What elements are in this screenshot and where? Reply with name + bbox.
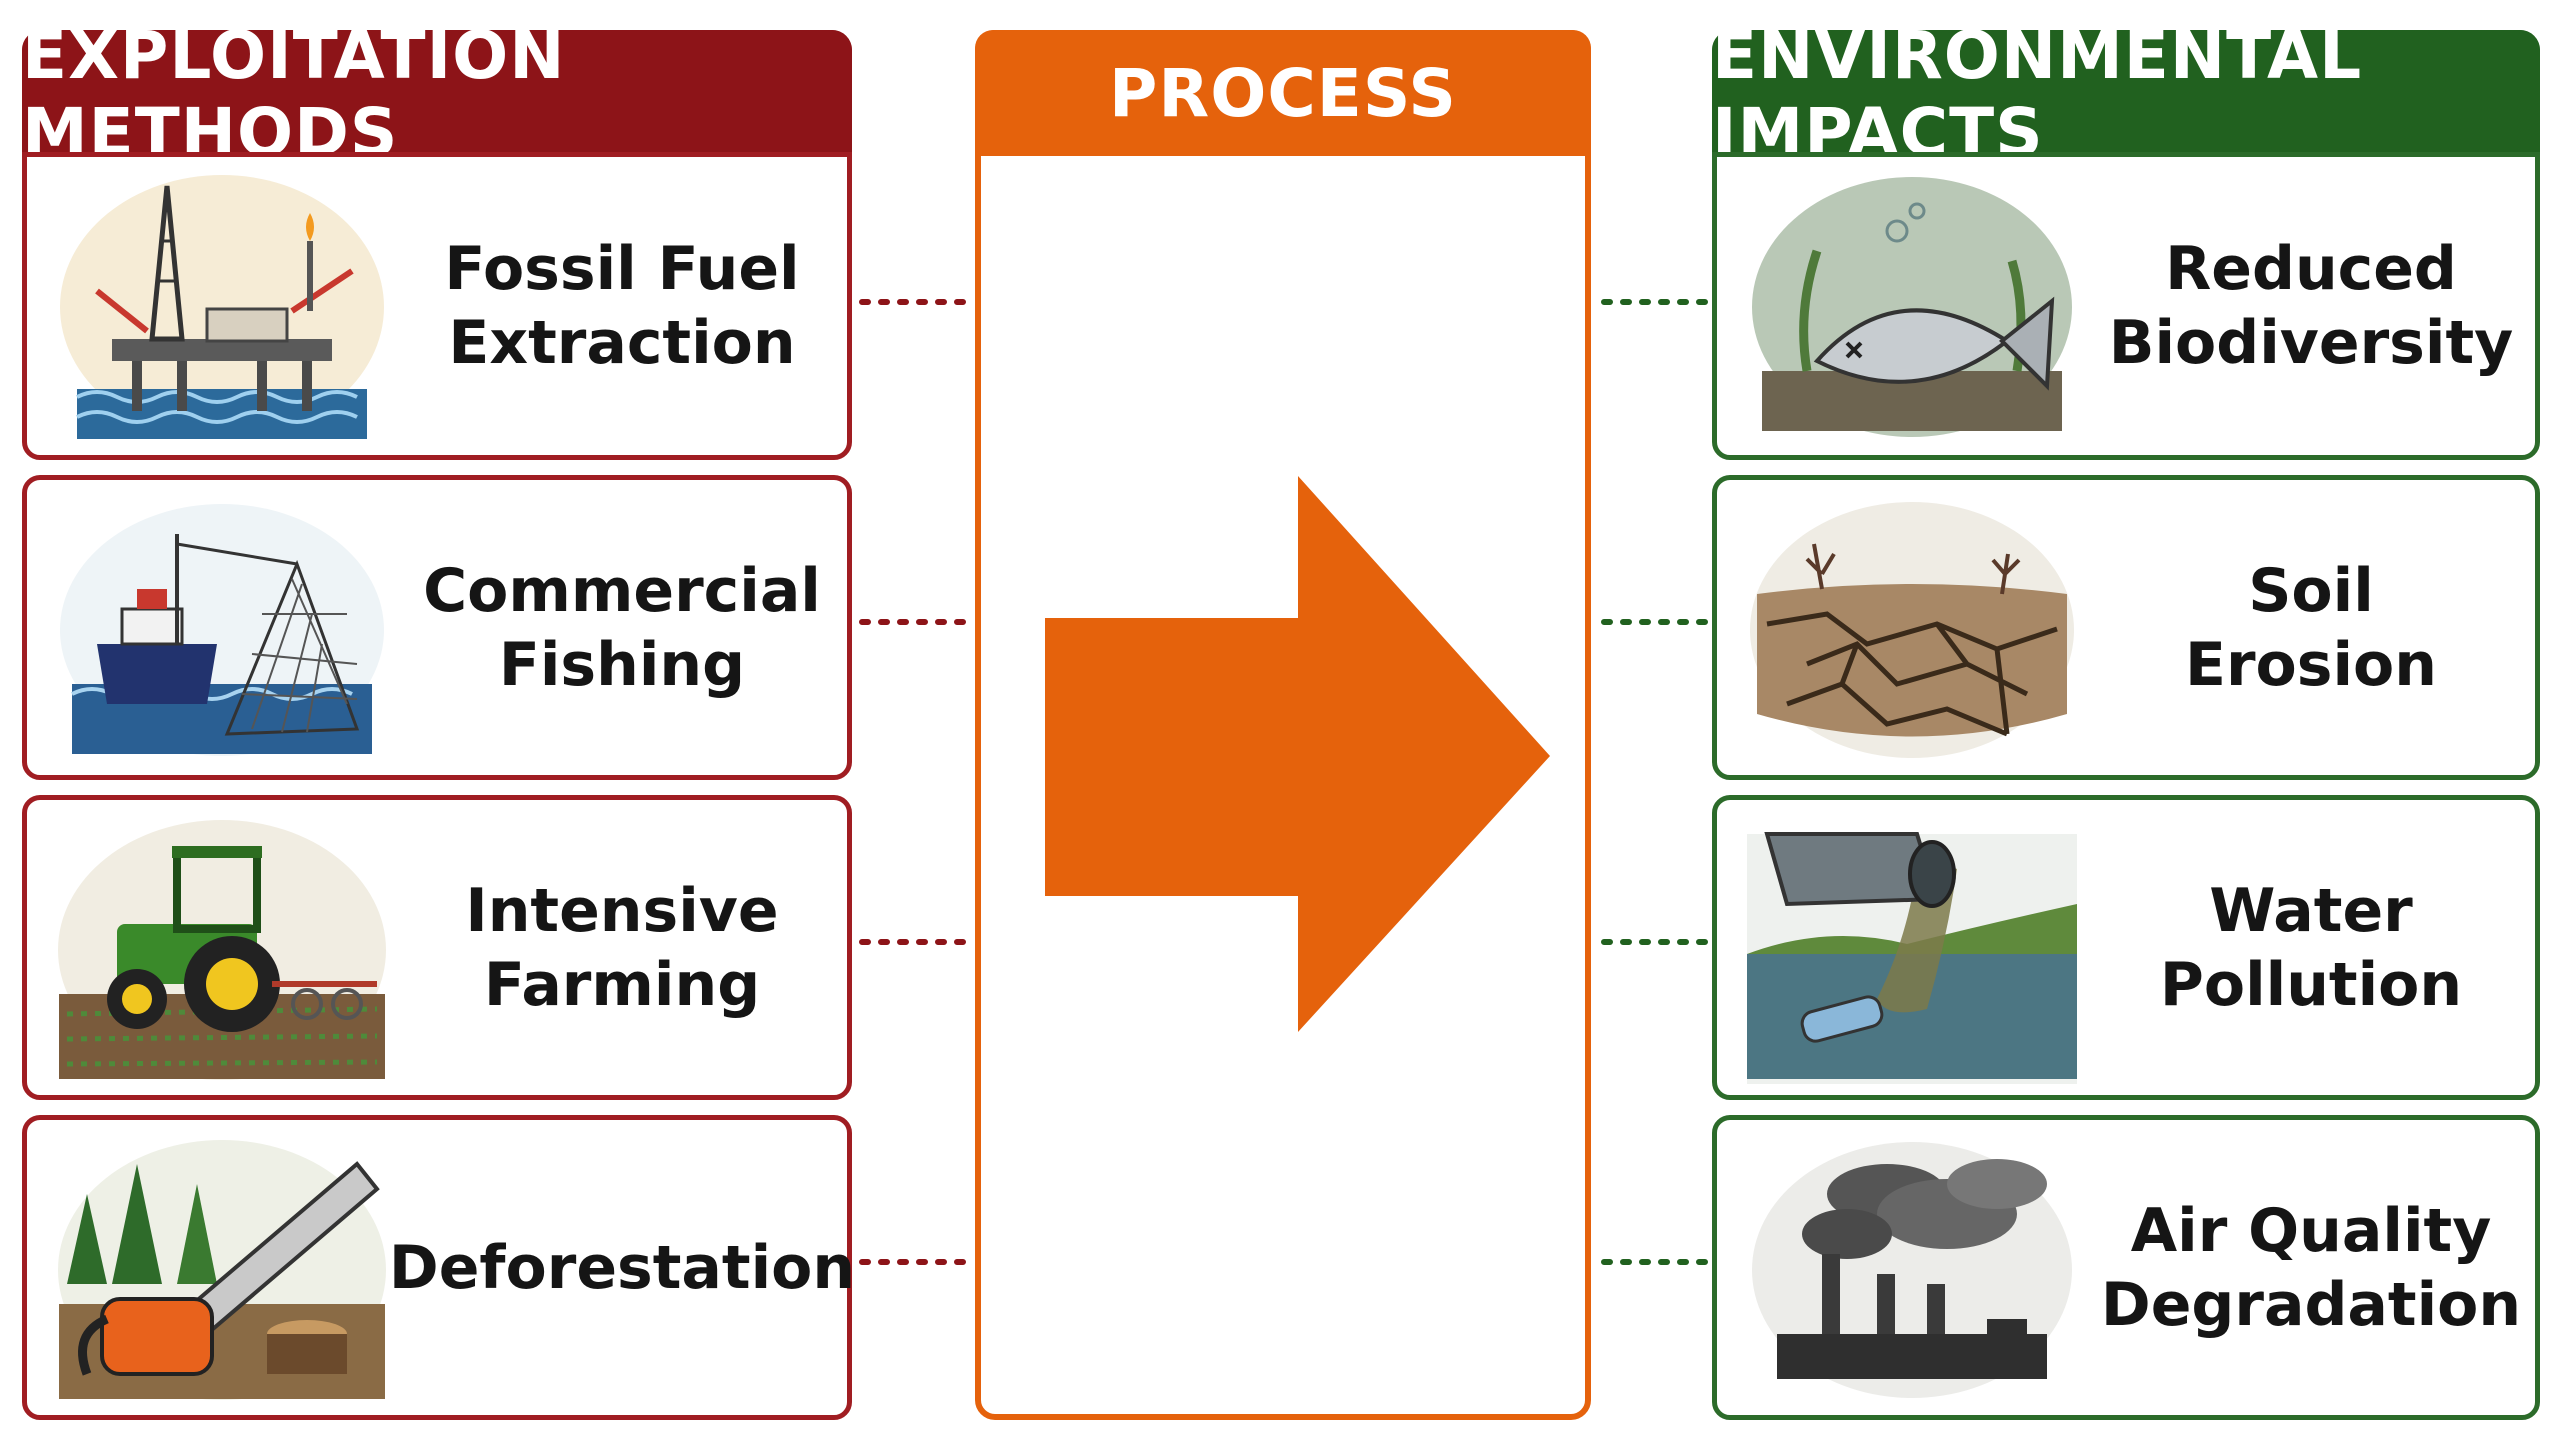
connector-dots [859, 619, 967, 625]
connector-dots [1601, 939, 1709, 945]
smokestack-icon [1747, 1134, 2077, 1406]
method-label-commercial-fishing: Commercial Fishing [423, 555, 821, 700]
method-card-commercial-fishing: Commercial Fishing [22, 475, 852, 780]
impact-label-soil-erosion: Soil Erosion [2184, 555, 2437, 700]
dead-fish-icon [1747, 171, 2077, 443]
exploitation-methods-header: EXPLOITATION METHODS [22, 17, 852, 171]
impact-label-reduced-biodiversity: Reduced Biodiversity [2108, 234, 2514, 378]
environmental-impacts-header: ENVIRONMENTAL IMPACTS [1712, 17, 2540, 171]
method-label-deforestation: Deforestation [388, 1232, 856, 1303]
connector-dots [859, 1259, 967, 1265]
impact-label-air-quality: Air Quality Degradation [2100, 1195, 2522, 1340]
impact-card-soil-erosion: Soil Erosion [1712, 475, 2540, 780]
connector-dots [1601, 1259, 1709, 1265]
method-label-intensive-farming: Intensive Farming [465, 875, 779, 1020]
connector-dots [859, 299, 967, 305]
oil-rig-icon [57, 171, 387, 443]
environmental-impacts-title: ENVIRONMENTAL IMPACTS [1712, 17, 2540, 171]
process-title: PROCESS [975, 30, 1591, 156]
connector-dots [859, 939, 967, 945]
tractor-icon [57, 814, 387, 1086]
connector-dots [1601, 619, 1709, 625]
impact-label-water-pollution: Water Pollution [2159, 875, 2463, 1020]
polluted-water-icon [1747, 814, 2077, 1086]
method-card-fossil-fuel: Fossil Fuel Extraction [22, 152, 852, 460]
method-card-intensive-farming: Intensive Farming [22, 795, 852, 1100]
connector-dots [1601, 299, 1709, 305]
exploitation-methods-title: EXPLOITATION METHODS [22, 17, 852, 171]
fishing-trawler-icon [57, 494, 387, 766]
impact-card-air-quality: Air Quality Degradation [1712, 1115, 2540, 1420]
method-label-fossil-fuel: Fossil Fuel Extraction [444, 234, 800, 378]
chainsaw-icon [57, 1134, 387, 1406]
cracked-soil-icon [1747, 494, 2077, 766]
impact-card-water-pollution: Water Pollution [1712, 795, 2540, 1100]
method-card-deforestation: Deforestation [22, 1115, 856, 1420]
right-arrow-icon [1045, 476, 1550, 1032]
impact-card-reduced-biodiversity: Reduced Biodiversity [1712, 152, 2540, 460]
process-panel: PROCESS [975, 30, 1591, 1420]
